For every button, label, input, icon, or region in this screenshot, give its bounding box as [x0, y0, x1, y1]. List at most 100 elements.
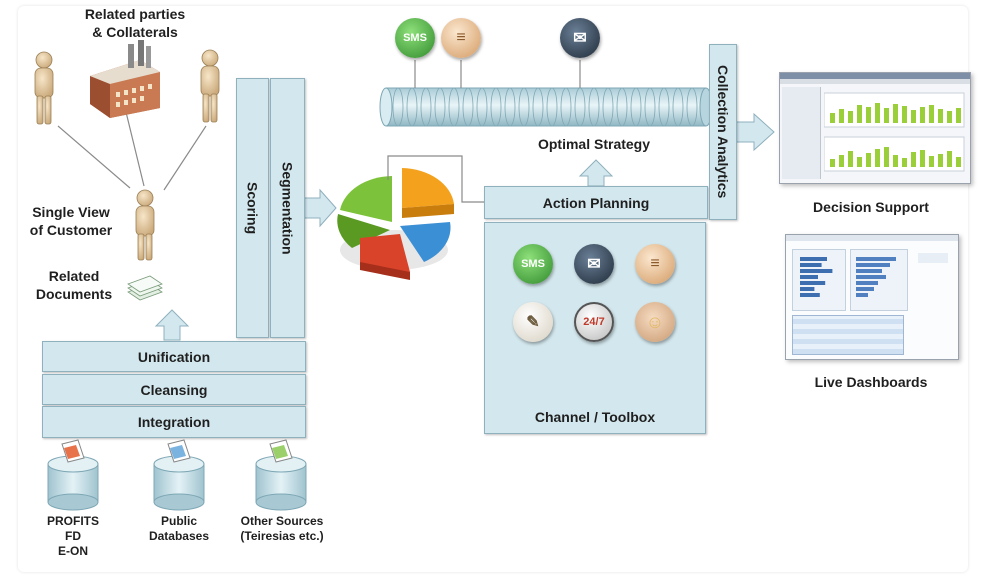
optimal-strategy-label: Optimal Strategy: [537, 136, 651, 152]
pipe-ring: [518, 87, 530, 127]
toolbox-clock-icon: 24/7: [574, 302, 614, 342]
source-other-line1: Other Sources: [240, 514, 324, 528]
database-icon-public: [153, 439, 205, 511]
mini-chart-bar: [839, 155, 844, 167]
channel-toolbox-label: Channel / Toolbox: [534, 409, 656, 425]
dash-table: [792, 315, 904, 355]
person-left-icon: [34, 51, 54, 125]
mini-chart-bar: [947, 151, 952, 167]
mini-chart-bar: [956, 157, 961, 167]
mini-chart-bar: [848, 151, 853, 167]
pipe-ring: [546, 87, 558, 127]
pipe-ring: [602, 87, 614, 127]
database-icon-profits: [47, 439, 99, 511]
source-public-line2: Databases: [148, 529, 210, 543]
up-arrow-strategy: [578, 159, 614, 187]
people-connectors: [57, 111, 207, 191]
dash-bar: [856, 263, 890, 267]
mini-chart-bar: [830, 113, 835, 123]
decision-support-screen: [779, 72, 971, 184]
toolbox-agent-icon: ☺: [635, 302, 675, 342]
action-planning-box: Action Planning: [484, 186, 708, 219]
mini-chart-bar: [911, 152, 916, 167]
dash-bar: [800, 269, 833, 273]
dash-bar: [856, 293, 868, 297]
scoring-box: Scoring: [236, 78, 269, 338]
up-arrow-unification: [154, 309, 190, 341]
dash-bar: [856, 275, 886, 279]
mini-chart-bar: [848, 111, 853, 123]
mini-chart-bar: [884, 108, 889, 123]
factory-icon: [90, 40, 160, 118]
source-profits-line1: PROFITS: [46, 514, 99, 528]
single-view-line2: of Customer: [29, 221, 113, 238]
mini-chart-bar: [929, 105, 934, 123]
dash-bar: [856, 269, 882, 273]
pipe-ring: [560, 87, 572, 127]
related-parties-label: Related parties & Collaterals: [70, 6, 200, 41]
toolbox-agent-glyph: ☺: [645, 311, 665, 332]
sms-icon-text: SMS: [403, 32, 427, 44]
pipe-ring: [392, 87, 404, 127]
sms-icon: SMS: [395, 18, 435, 58]
toolbox-sms-text: SMS: [521, 258, 545, 270]
decision-support-label: Decision Support: [813, 199, 929, 215]
source-profits-line3: E-ON: [58, 544, 88, 558]
mini-chart-bar: [920, 150, 925, 167]
single-view-line1: Single View: [32, 204, 110, 220]
source-public-line1: Public: [160, 514, 197, 528]
mini-chart-bar: [956, 108, 961, 123]
live-dashboards-screen: [785, 234, 959, 360]
toolbox-letters-icon: ≡: [635, 244, 675, 284]
mini-chart-bar: [884, 147, 889, 167]
mini-chart-bar: [911, 110, 916, 123]
database-icon-other: [255, 439, 307, 511]
dash-bar: [800, 293, 820, 297]
mini-chart-bar: [866, 153, 871, 167]
mini-chart-bar: [857, 105, 862, 123]
pipe-ring: [630, 87, 642, 127]
mini-chart-bar: [938, 109, 943, 123]
dash-bars: [800, 257, 896, 297]
source-other-line2: (Teiresias etc.): [240, 529, 324, 543]
arrow-to-decision-support: [735, 112, 775, 152]
related-docs-line2: Documents: [35, 285, 113, 302]
dash-bar: [800, 257, 827, 261]
dash-bar: [800, 287, 815, 291]
segmentation-box: Segmentation: [270, 78, 305, 338]
customer-person-icon: [135, 189, 155, 261]
dash-bar: [856, 257, 896, 261]
person-right-icon: [200, 49, 220, 123]
pie-chart-icon: [337, 168, 454, 280]
source-label-profits: PROFITS FD E-ON: [36, 514, 110, 559]
mini-chart-bar: [875, 103, 880, 123]
source-label-public: Public Databases: [136, 514, 222, 544]
live-dashboards-label: Live Dashboards: [814, 374, 928, 390]
pipe-ring: [462, 87, 474, 127]
related-docs-line1: Related: [48, 268, 100, 284]
toolbox-writing-glyph: ✎: [526, 314, 540, 331]
collection-analytics-box: Collection Analytics: [709, 44, 737, 220]
pipe-ring: [476, 87, 488, 127]
pipe-icon-connectors: [414, 60, 581, 88]
related-parties-line2: & Collaterals: [92, 23, 178, 40]
dash-header-bar: [786, 235, 958, 241]
documents-icon: [127, 275, 163, 301]
mini-chart-bar: [920, 107, 925, 123]
pipe-ring: [448, 87, 460, 127]
letters-icon-glyph: ≡: [456, 29, 466, 46]
toolbox-letters-glyph: ≡: [650, 255, 660, 272]
related-parties-line1: Related parties: [84, 6, 186, 22]
mini-chart-bar: [839, 109, 844, 123]
cleansing-box: Cleansing: [42, 374, 306, 405]
pipe-ring: [490, 87, 502, 127]
pipe-ring: [658, 87, 670, 127]
pipe-ring: [672, 87, 684, 127]
dash-logo: [918, 253, 948, 263]
related-documents-label: Related Documents: [22, 268, 126, 303]
dash-bar: [856, 287, 874, 291]
mail-icon-glyph: ✉: [573, 30, 587, 47]
mini-chart-bar: [938, 154, 943, 167]
decision-screen-charts: [824, 92, 965, 172]
pipe-ring: [532, 87, 544, 127]
